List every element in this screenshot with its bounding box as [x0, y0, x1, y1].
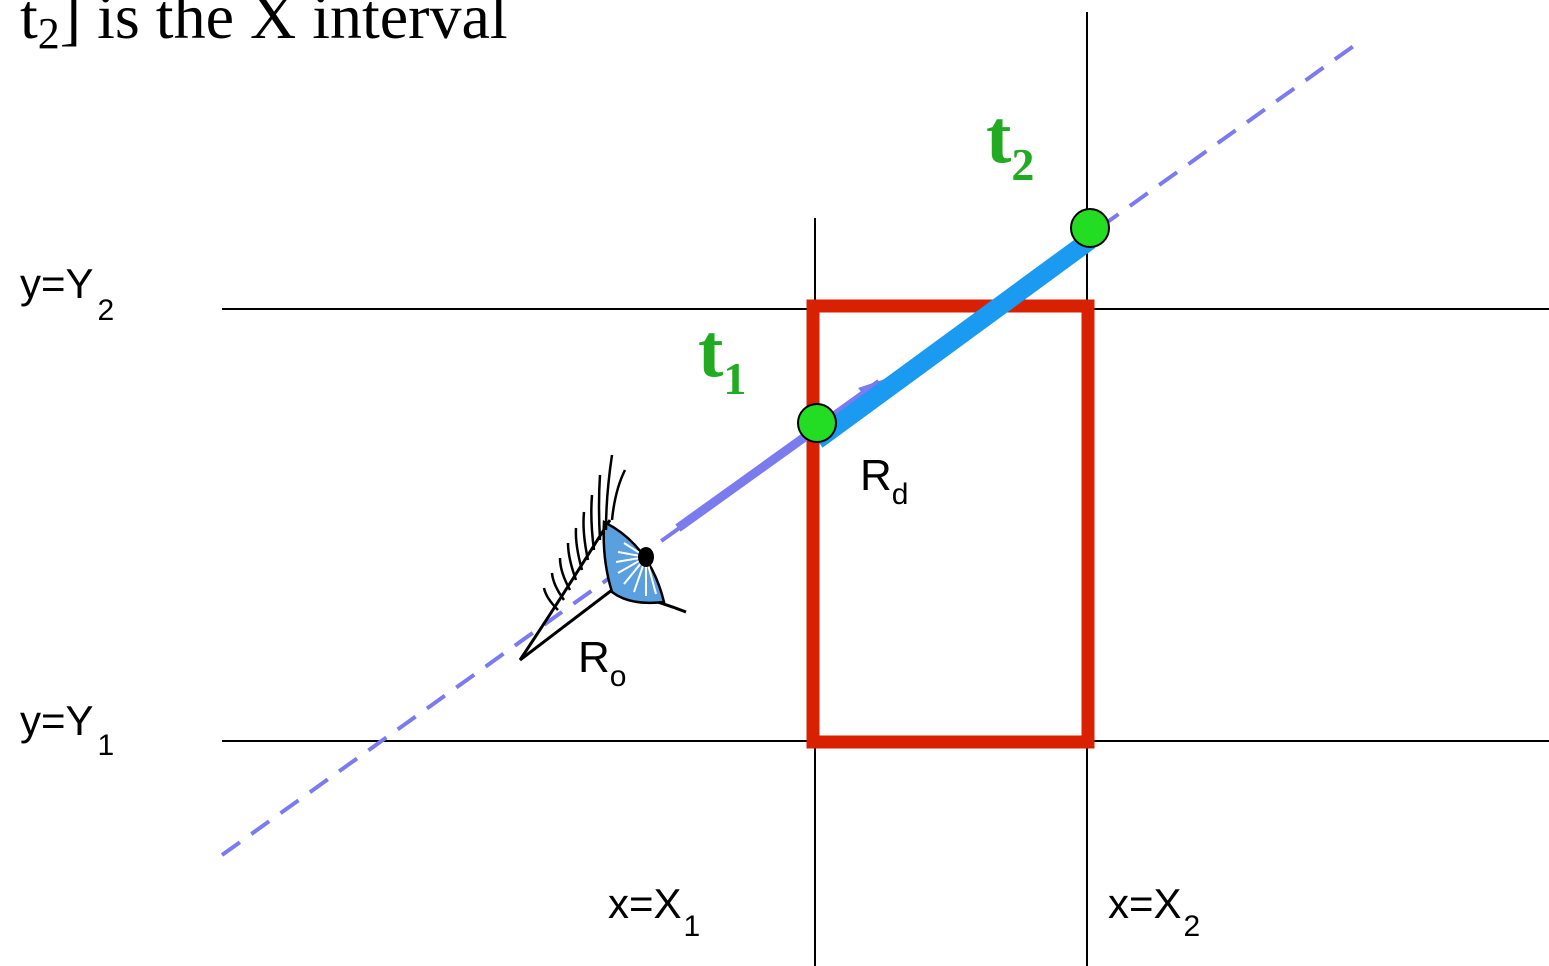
- label-x1: x=X1: [608, 880, 700, 943]
- bounding-box: [806, 299, 1095, 749]
- slide-title: t2] is the X interval: [20, 0, 508, 58]
- label-x1-sub: 1: [684, 910, 701, 943]
- t1-point: [797, 403, 837, 443]
- t2-point: [1070, 208, 1110, 248]
- label-t2: t2: [986, 95, 1034, 190]
- label-rd-sub: d: [892, 478, 909, 511]
- title-prefix: t: [20, 0, 38, 52]
- label-y2-sub: 2: [98, 294, 115, 327]
- label-rd: Rd: [860, 451, 908, 511]
- label-y2: y=Y2: [20, 260, 114, 327]
- label-y1: y=Y1: [20, 697, 114, 762]
- label-t1-main: t: [698, 309, 723, 393]
- label-t2-sub: 2: [1011, 139, 1034, 190]
- label-t1-sub: 1: [723, 353, 746, 404]
- label-y1-sub: 1: [98, 729, 115, 762]
- title-rest: ] is the X interval: [60, 0, 508, 52]
- label-y1-main: y=Y: [20, 697, 94, 744]
- label-x1-main: x=X: [608, 880, 682, 927]
- label-x2-sub: 2: [1184, 910, 1201, 943]
- eye-icon: [518, 454, 687, 662]
- label-rd-main: R: [860, 451, 892, 500]
- label-t1: t1: [698, 309, 746, 404]
- label-y2-main: y=Y: [20, 260, 94, 307]
- label-ro-main: R: [578, 633, 610, 682]
- interval-segment: [811, 232, 1096, 448]
- label-t2-main: t: [986, 95, 1011, 179]
- label-x2-main: x=X: [1108, 880, 1182, 927]
- label-ro-sub: o: [610, 660, 627, 693]
- label-x2: x=X2: [1108, 880, 1200, 943]
- title-sub: 2: [38, 9, 60, 58]
- label-ro: Ro: [578, 633, 626, 693]
